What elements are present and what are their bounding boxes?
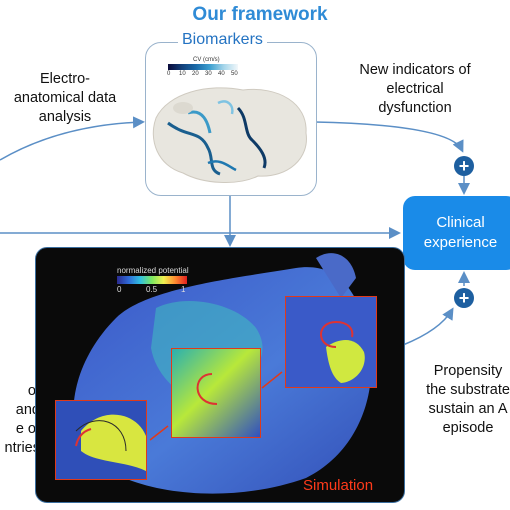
cv-tick: 30	[205, 71, 212, 77]
annotation-propensity: Propensity the substrate sustain an A ep…	[426, 362, 510, 438]
potential-colorbar	[117, 276, 187, 284]
annotation-left-bottom: of and e of ntries	[0, 382, 40, 458]
cv-colorbar	[168, 64, 238, 70]
arrow-left-to-biomarkers	[0, 116, 145, 161]
annotation-line: ntries	[4, 440, 40, 456]
cv-tick: 40	[218, 71, 225, 77]
potential-tick: 0.5	[146, 285, 158, 294]
annotation-line: episode	[442, 420, 494, 436]
annotation-line: and	[15, 402, 40, 418]
annotation-line: the substrate	[426, 382, 510, 398]
arrow-sim-to-plus	[402, 307, 454, 346]
clinical-experience-box: Clinical experience	[403, 196, 510, 270]
cv-tick: 0	[167, 71, 171, 77]
potential-tick: 0	[117, 285, 122, 294]
annotation-line: Electro-	[40, 71, 90, 87]
annotation-line: Propensity	[433, 363, 503, 379]
annotation-line: sustain an A	[428, 401, 508, 417]
annotation-line: dysfunction	[378, 100, 452, 116]
plus-icon: +	[454, 156, 474, 176]
reentry-panel-2	[171, 348, 261, 438]
cv-tick: 10	[179, 71, 186, 77]
reentry-panel-3	[285, 296, 377, 388]
clinical-line: experience	[423, 234, 498, 251]
annotation-line: e of	[15, 421, 40, 437]
annotation-line: New indicators of	[359, 62, 471, 78]
simulation-label: Simulation	[303, 477, 374, 494]
potential-tick: 1	[181, 285, 186, 294]
clinical-line: Clinical	[436, 214, 485, 231]
annotation-new-indicators: New indicators of electrical dysfunction	[340, 61, 490, 118]
annotation-line: of	[27, 383, 40, 399]
annotation-line: electrical	[386, 81, 444, 97]
annotation-line: analysis	[38, 109, 92, 125]
page-title: Our framework	[192, 4, 328, 25]
reentry-panel-1	[55, 400, 147, 480]
annotation-line: anatomical data	[13, 90, 117, 106]
atrial-cv-map	[152, 87, 307, 183]
annotation-electroanatomical: Electro- anatomical data analysis	[0, 70, 130, 127]
cv-tick: 50	[231, 71, 238, 77]
plus-icon: +	[454, 288, 474, 308]
cv-tick: 20	[192, 71, 199, 77]
cv-colorbar-title: CV (cm/s)	[193, 57, 220, 63]
biomarkers-label: Biomarkers	[178, 31, 267, 49]
arrow-biomarkers-to-plus	[314, 121, 464, 153]
potential-colorbar-title: normalized potential	[117, 266, 189, 275]
